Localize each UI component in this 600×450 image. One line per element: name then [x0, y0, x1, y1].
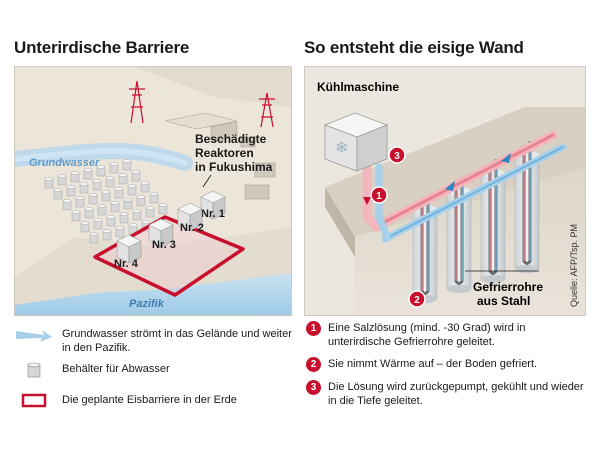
step-2: 2 Sie nimmt Wärme auf – der Boden gefrie… [306, 357, 590, 372]
freeze-pipe [454, 177, 464, 285]
tank-icon [114, 187, 124, 199]
reactor-building [200, 190, 226, 220]
damaged-reactors-label-2: Reaktoren [195, 146, 254, 160]
legend-text: Behälter für Abwasser [62, 363, 170, 375]
barrier-rectangle-icon [14, 393, 54, 409]
freeze-pipe-diagram: ❄ 1 2 3 Kühlmaschine Gefrierrohre aus Stah… [304, 66, 586, 316]
damaged-reactors-label-3: in Fukushima [195, 160, 273, 174]
snowflake-icon: ❄ [335, 140, 348, 157]
groundwater-arrow-icon [14, 327, 54, 343]
cooling-machine-icon: ❄ [323, 112, 389, 172]
step-1: 1 Eine Salzlösung (mind. -30 Grad) wird … [306, 321, 590, 349]
tank-icon [84, 207, 94, 219]
reactor-label: Nr. 4 [114, 258, 139, 270]
tank-icon [93, 218, 103, 230]
reactor-label: Nr. 3 [152, 239, 176, 251]
reactor-building [116, 234, 142, 264]
tank-icon [92, 179, 102, 191]
reactor-buildings: Nr. 1 Nr. 2 Nr. 3 Nr. 4 [114, 190, 226, 270]
cooling-machine-label: Kühlmaschine [317, 80, 399, 94]
tank-icon [97, 204, 107, 216]
tank-icon [106, 215, 116, 227]
reactor-building [148, 218, 174, 248]
tank-icon [89, 232, 99, 244]
freeze-pipe-illustration: ❄ 1 2 3 Kühlmaschine Gefrierrohre aus Stah… [305, 67, 585, 315]
step-number: 3 [306, 380, 321, 395]
step-3: 3 Die Lösung wird zurückgepumpt, gekühlt… [306, 380, 590, 408]
freeze-pipes-label-2: aus Stahl [477, 294, 530, 308]
freeze-pipe [420, 195, 430, 295]
tank-icon [79, 182, 89, 194]
tank-icon [101, 190, 111, 202]
tank-icon [131, 170, 141, 182]
reactor-label: Nr. 1 [201, 208, 225, 220]
tank-icon [132, 209, 142, 221]
right-title: So entsteht die eisige Wand [304, 38, 524, 57]
tank-icon [158, 203, 168, 215]
step-text: Eine Salzlösung (mind. -30 Grad) wird in… [328, 322, 526, 348]
pacific-label: Pazifik [129, 298, 165, 310]
legend-barrier: Die geplante Eisbarriere in der Erde [14, 393, 298, 409]
tank-icon [136, 195, 146, 207]
reactor-label: Nr. 2 [180, 222, 204, 234]
tank-icon [14, 362, 54, 378]
tank-icon [62, 199, 72, 211]
tank-icon [57, 174, 67, 186]
freeze-pipes-label-1: Gefrierrohre [473, 280, 543, 294]
tank-icon [149, 192, 159, 204]
step-marker: 3 [388, 146, 406, 164]
svg-text:1: 1 [376, 191, 382, 202]
site-map-illustration: Nr. 1 Nr. 2 Nr. 3 Nr. 4 Grundwasser Pazifik… [15, 67, 291, 315]
power-pylon-icon [129, 80, 145, 124]
legend-text: Die geplante Eisbarriere in der Erde [62, 394, 237, 406]
svg-text:3: 3 [394, 151, 400, 162]
tank-icon [70, 171, 80, 183]
tank-icon [123, 198, 133, 210]
damaged-reactors-label-1: Beschädigte [195, 132, 267, 146]
tank-icon [96, 165, 106, 177]
tank-icon [122, 159, 132, 171]
wastewater-tanks [44, 159, 168, 244]
legend-groundwater: Grundwasser strömt in das Gelände und we… [14, 327, 298, 355]
tank-icon [88, 193, 98, 205]
tank-icon [83, 168, 93, 180]
step-number: 2 [306, 357, 321, 372]
tank-icon [53, 188, 63, 200]
tank-icon [71, 210, 81, 222]
tank-icon [115, 226, 125, 238]
step-text: Die Lösung wird zurückgepumpt, gekühlt u… [328, 381, 584, 407]
left-title: Unterirdische Barriere [14, 38, 190, 57]
tank-icon [105, 176, 115, 188]
tank-icon [109, 162, 119, 174]
step-marker: 1 [370, 186, 388, 204]
power-pylon-icon [259, 92, 275, 128]
tank-icon [75, 196, 85, 208]
tank-icon [118, 173, 128, 185]
step-text: Sie nimmt Wärme auf – der Boden gefriert… [328, 358, 538, 370]
legend-tanks: Behälter für Abwasser [14, 362, 298, 378]
ice-barrier-outline [93, 215, 245, 297]
legend-text: Grundwasser strömt in das Gelände und we… [62, 328, 292, 354]
source-credit: Quelle: AFP/Tsp. PM [569, 224, 579, 307]
tank-icon [145, 206, 155, 218]
step-marker: 2 [408, 290, 426, 308]
tank-icon [110, 201, 120, 213]
svg-text:2: 2 [414, 295, 420, 306]
site-map: Nr. 1 Nr. 2 Nr. 3 Nr. 4 Grundwasser Pazifik… [14, 66, 292, 316]
reactor-building [177, 202, 203, 232]
groundwater-label: Grundwasser [29, 157, 100, 169]
tank-icon [80, 221, 90, 233]
tank-icon [66, 185, 76, 197]
tank-icon [140, 181, 150, 193]
tank-icon [44, 177, 54, 189]
step-number: 1 [306, 321, 321, 336]
tank-icon [102, 229, 112, 241]
tank-icon [119, 212, 129, 224]
tank-icon [127, 184, 137, 196]
